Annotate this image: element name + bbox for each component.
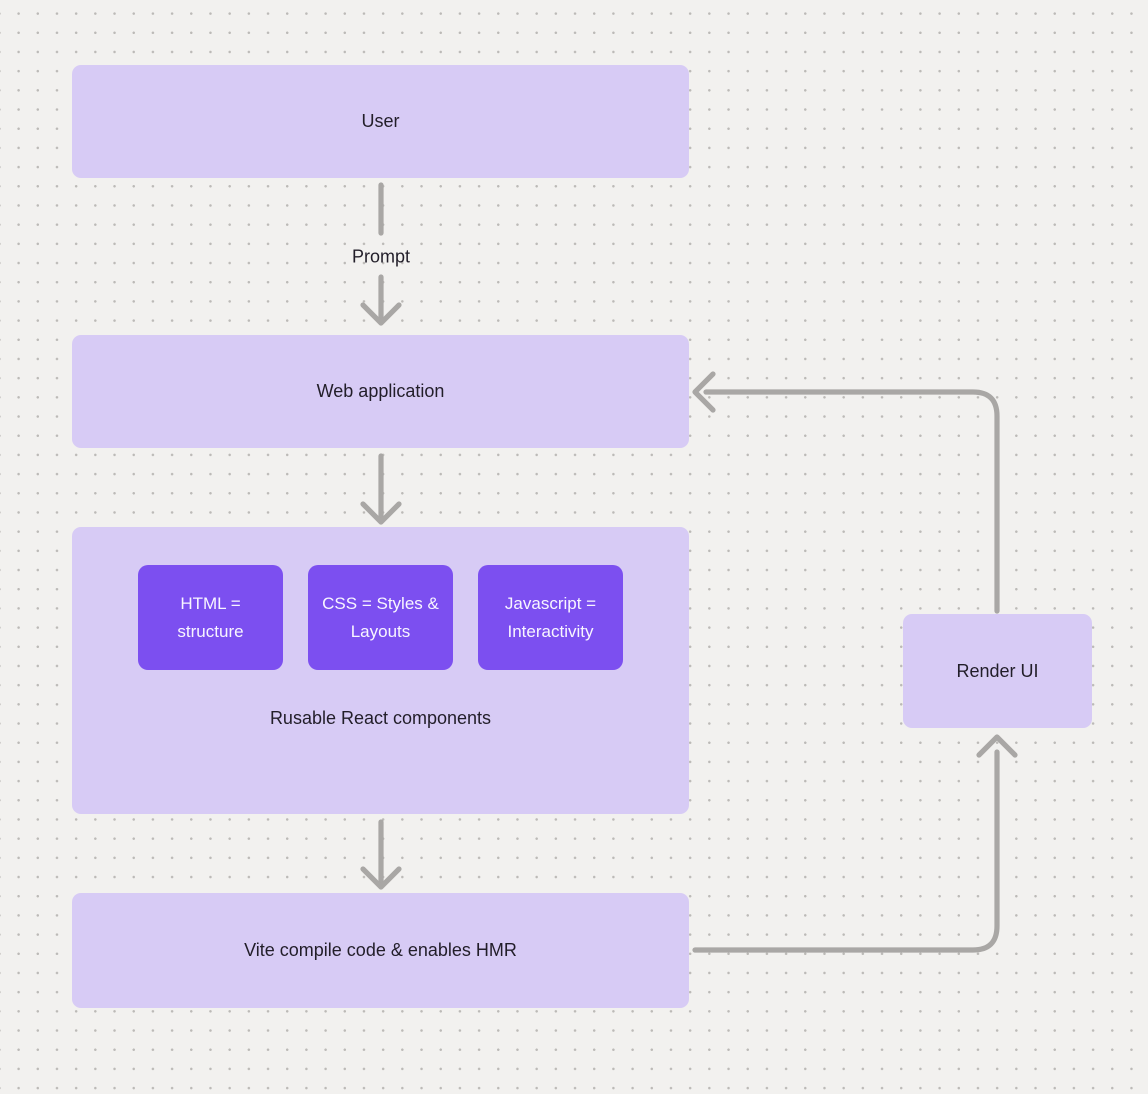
chip-label: CSS = Styles & Layouts (322, 593, 439, 641)
edge-vite-to-renderui (692, 734, 1018, 953)
edge-renderui-to-webapp (692, 371, 1000, 614)
node-label: User (361, 111, 400, 131)
arrowhead-down-icon (360, 501, 402, 525)
chip-row: HTML = structure CSS = Styles & Layouts … (72, 565, 689, 670)
group-caption: Rusable React components (269, 708, 492, 728)
edge-line (692, 749, 1000, 953)
node-label: Vite compile code & enables HMR (244, 940, 517, 960)
chip-label: HTML = structure (177, 593, 244, 641)
chip-html[interactable]: HTML = structure (138, 565, 283, 670)
arrowhead-left-icon (692, 371, 716, 413)
edge-label-prompt: Prompt (351, 246, 411, 267)
node-web-application[interactable]: Web application (72, 335, 689, 448)
edge-user-to-webapp (360, 182, 402, 326)
edge-webapp-to-components (360, 453, 402, 525)
node-label: Web application (316, 381, 445, 401)
node-render-ui[interactable]: Render UI (903, 614, 1092, 728)
arrowhead-down-icon (360, 866, 402, 890)
chip-label: Javascript = Interactivity (504, 593, 597, 641)
node-label: Render UI (956, 660, 1039, 681)
node-vite[interactable]: Vite compile code & enables HMR (72, 893, 689, 1008)
node-user[interactable]: User (72, 65, 689, 178)
node-components-group[interactable]: HTML = structure CSS = Styles & Layouts … (72, 527, 689, 814)
edge-line (703, 389, 1000, 614)
arrowhead-down-icon (360, 302, 402, 326)
arrowhead-up-icon (976, 734, 1018, 758)
chip-javascript[interactable]: Javascript = Interactivity (478, 565, 623, 670)
edge-components-to-vite (360, 819, 402, 890)
chip-css[interactable]: CSS = Styles & Layouts (308, 565, 453, 670)
